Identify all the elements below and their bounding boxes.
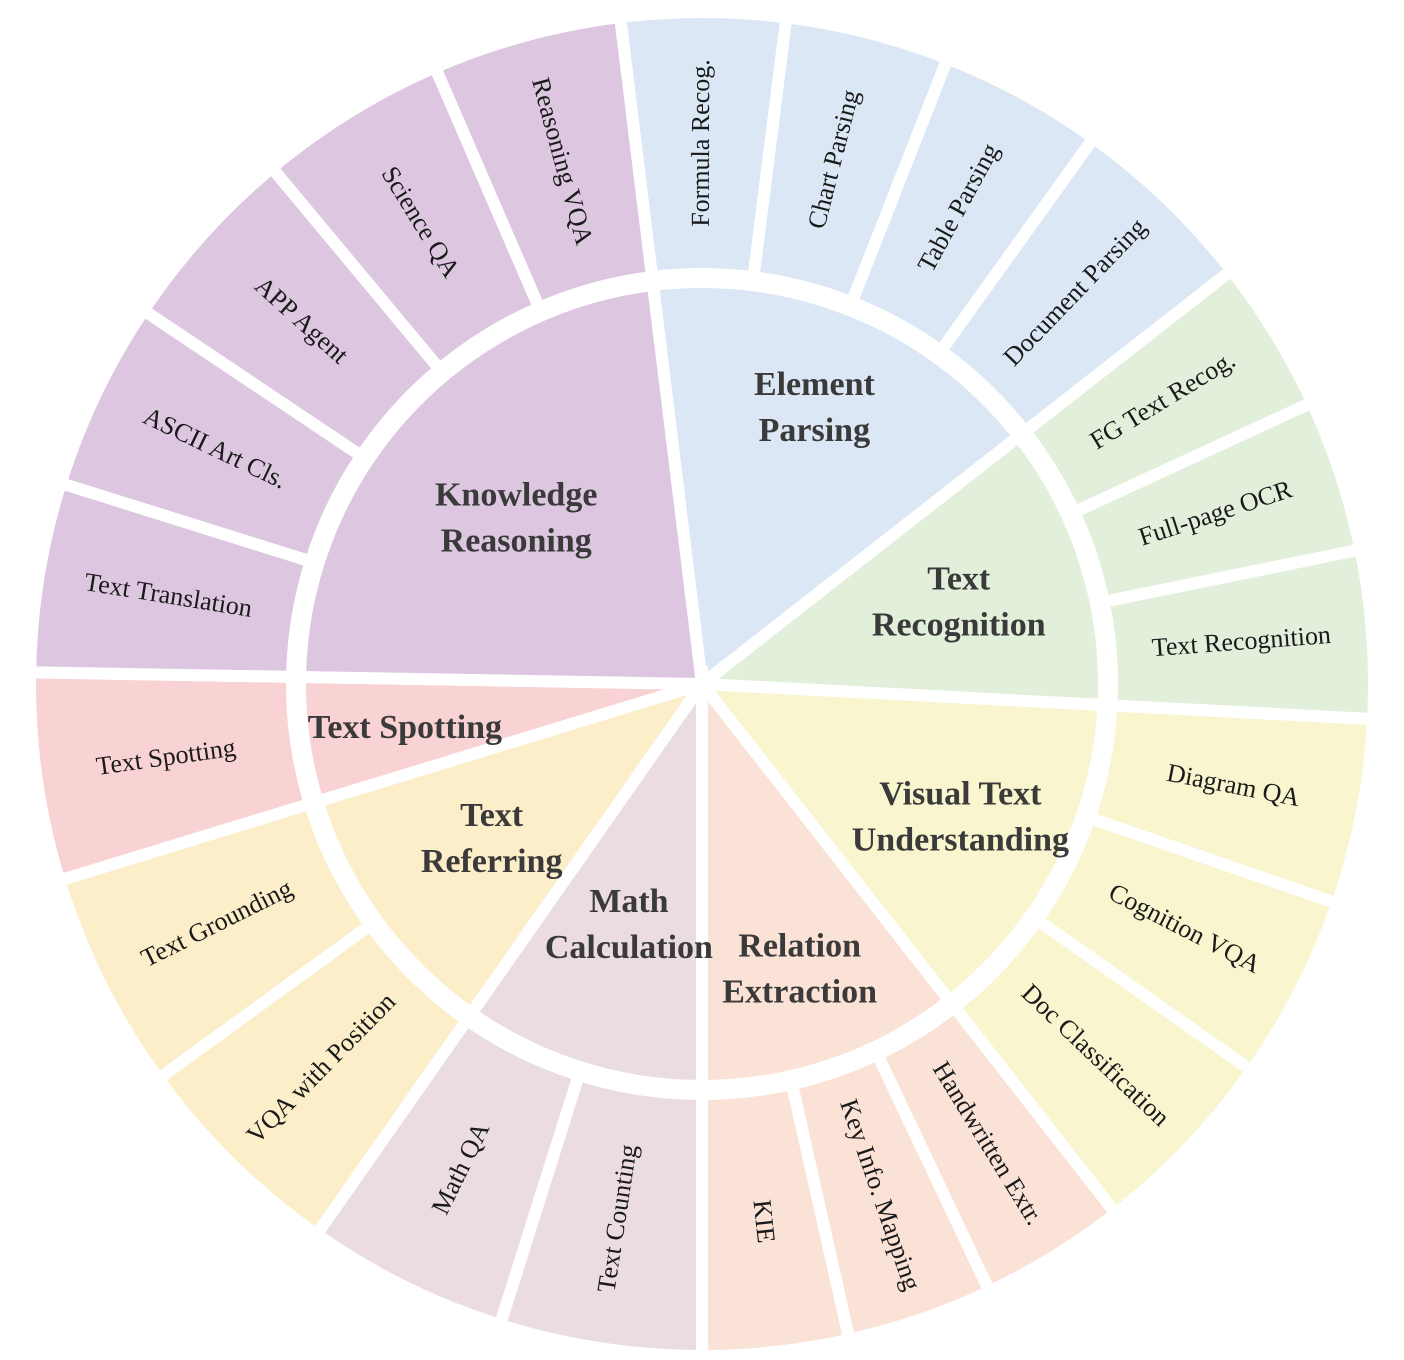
category-wedge-text-referring	[310, 673, 717, 1022]
category-wedge-element-parsing	[646, 276, 1028, 696]
inner-ring	[293, 276, 1110, 1093]
subcategory-segment-reasoning-vqa	[427, 10, 659, 316]
subcategory-label-formula-recog: Formula Recog.	[686, 59, 715, 227]
category-label-text-spotting: Text Spotting	[308, 709, 502, 746]
outer-ring	[23, 6, 1380, 1360]
category-wedge-math-calculation	[463, 664, 708, 1093]
subcategory-label-kie: KIE	[747, 1198, 781, 1244]
category-wedge-relation-extraction	[696, 666, 958, 1093]
category-wedge-visual-text-understanding	[689, 677, 1110, 1010]
category-wedge-knowledge-reasoning	[293, 278, 709, 691]
category-wedge-text-recognition	[685, 428, 1110, 712]
